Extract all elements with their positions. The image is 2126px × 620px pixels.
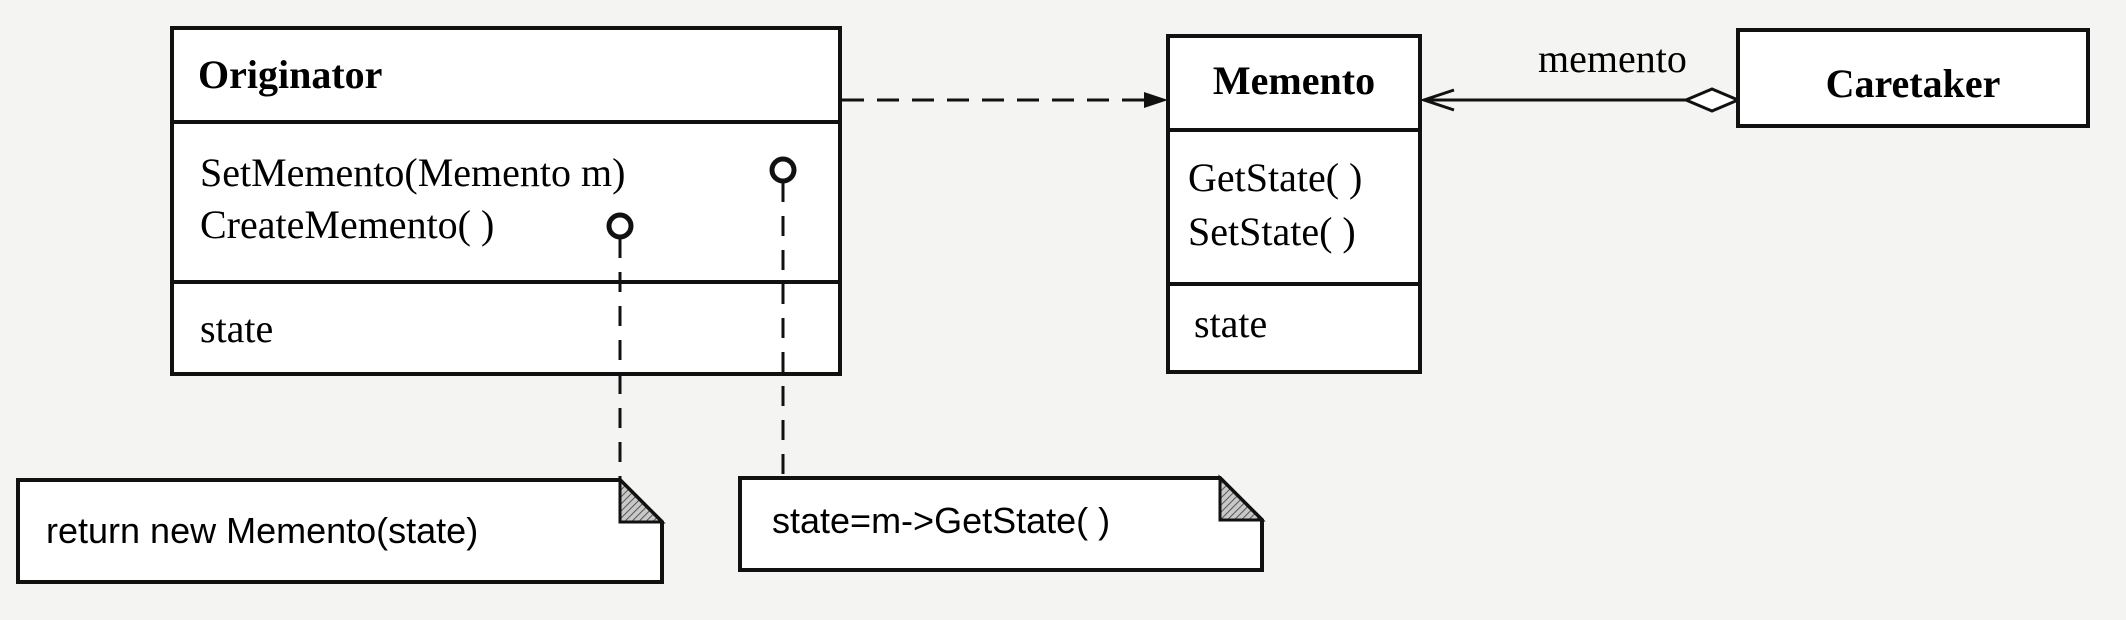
originator-operation-create-memento: CreateMemento( ) (200, 202, 494, 247)
originator-class-box (170, 26, 842, 376)
caretaker-class-box (1736, 28, 2090, 128)
set-memento-note-anchor-icon (769, 156, 797, 184)
memento-class-name: Memento (1213, 58, 1375, 103)
originator-class[interactable]: Originator SetMemento(Memento m) CreateM… (170, 26, 842, 376)
create-memento-note-text: return new Memento(state) (46, 510, 478, 551)
create-memento-note: return new Memento(state) (16, 476, 666, 584)
dependency-arrowhead-icon (1144, 92, 1168, 108)
originator-attribute-state: state (200, 306, 273, 351)
originator-operation-set-memento: SetMemento(Memento m) (200, 150, 625, 195)
memento-class-box (1166, 34, 1422, 374)
set-memento-note-box (738, 476, 1264, 572)
memento-attribute-state: state (1194, 301, 1267, 346)
caretaker-class-name: Caretaker (1826, 61, 2001, 106)
create-memento-note-box (16, 478, 664, 584)
set-memento-note-fold-icon (1218, 474, 1266, 522)
association-role-label: memento (1538, 36, 1687, 81)
create-memento-note-fold-icon (618, 476, 666, 524)
memento-class[interactable]: Memento GetState( ) SetState( ) state (1166, 34, 1422, 374)
memento-operation-set-state: SetState( ) (1188, 209, 1356, 254)
set-memento-note-text: state=m->GetState( ) (772, 500, 1110, 541)
memento-operation-get-state: GetState( ) (1188, 155, 1362, 200)
set-memento-note: state=m->GetState( ) (738, 474, 1266, 572)
caretaker-class[interactable]: Caretaker (1736, 28, 2090, 128)
aggregation-diamond-icon (1682, 87, 1742, 113)
originator-class-name: Originator (198, 52, 382, 97)
create-memento-note-anchor-icon (606, 212, 634, 240)
